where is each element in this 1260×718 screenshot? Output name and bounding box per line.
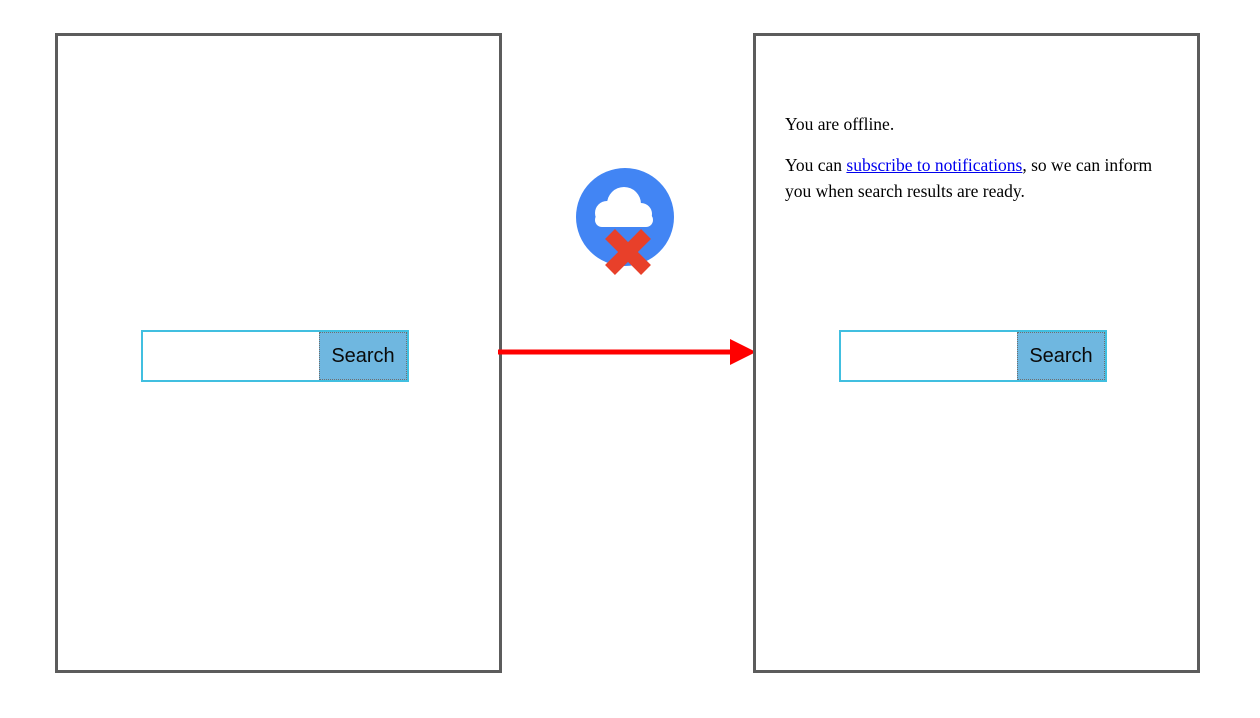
- subscribe-line-prefix: You can: [785, 155, 847, 176]
- panel-before-online: Search: [55, 33, 502, 673]
- offline-subscribe-line: You can subscribe to notifications, so w…: [785, 153, 1175, 204]
- cloud-offline-icon: [576, 168, 674, 275]
- search-widget-after[interactable]: Search: [839, 330, 1107, 382]
- subscribe-to-notifications-link[interactable]: subscribe to notifications: [846, 155, 1023, 176]
- search-widget-before[interactable]: Search: [141, 330, 409, 382]
- offline-message-block: You are offline. You can subscribe to no…: [785, 112, 1175, 204]
- search-input-after[interactable]: [841, 332, 1017, 380]
- cloud-glyph: [595, 187, 653, 227]
- offline-status-line: You are offline.: [785, 114, 895, 134]
- search-button-after[interactable]: Search: [1017, 332, 1105, 380]
- subscribe-line-suffix: , so we can inform you when search resul…: [785, 155, 1153, 201]
- search-input-before[interactable]: [143, 332, 319, 380]
- panel-after-offline: You are offline. You can subscribe to no…: [753, 33, 1200, 673]
- x-mark-icon: [605, 229, 651, 275]
- transition-arrow-right: [498, 339, 756, 365]
- search-button-before[interactable]: Search: [319, 332, 407, 380]
